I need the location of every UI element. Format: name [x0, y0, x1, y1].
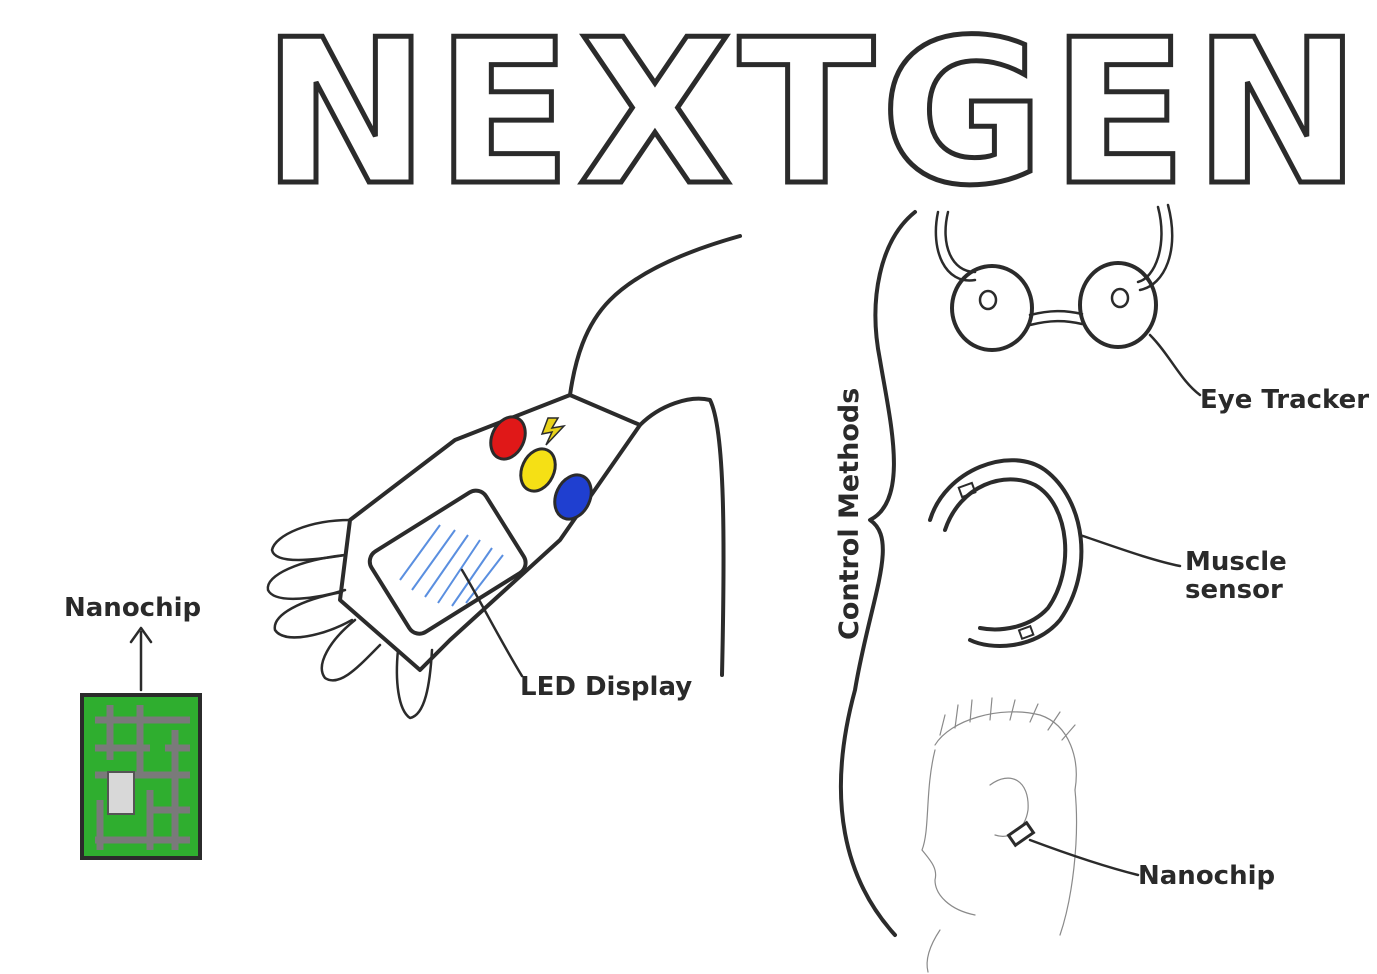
- nanochip-drawing: [80, 626, 202, 860]
- display-hatching: [399, 524, 504, 607]
- yellow-button: [519, 447, 557, 493]
- control-methods-bracket: [838, 210, 917, 937]
- eye-tracker-label: Eye Tracker: [1200, 385, 1369, 415]
- arm-wearable-drawing: [266, 234, 742, 720]
- nanochip-core: [107, 771, 135, 815]
- nanochip-right-label: Nanochip: [1138, 861, 1275, 891]
- muscle-sensor-label-line1: Muscle: [1185, 547, 1287, 577]
- nanochip-left-label: Nanochip: [64, 593, 201, 623]
- page-title: NEXTGEN: [262, 0, 1367, 230]
- muscle-sensor-label-line2: sensor: [1185, 575, 1283, 605]
- red-button: [489, 415, 527, 461]
- blue-button: [553, 473, 593, 521]
- control-methods-label: Control Methods: [834, 388, 865, 640]
- led-display-label: LED Display: [520, 672, 692, 702]
- ear-nanochip: [1006, 820, 1036, 848]
- lightning-bolt-icon: [540, 417, 567, 446]
- head-drawing: [921, 697, 1140, 973]
- led-display-screen: [367, 488, 528, 636]
- muscle-sensor-drawing: [928, 458, 1182, 648]
- eye-tracker-drawing: [934, 203, 1202, 397]
